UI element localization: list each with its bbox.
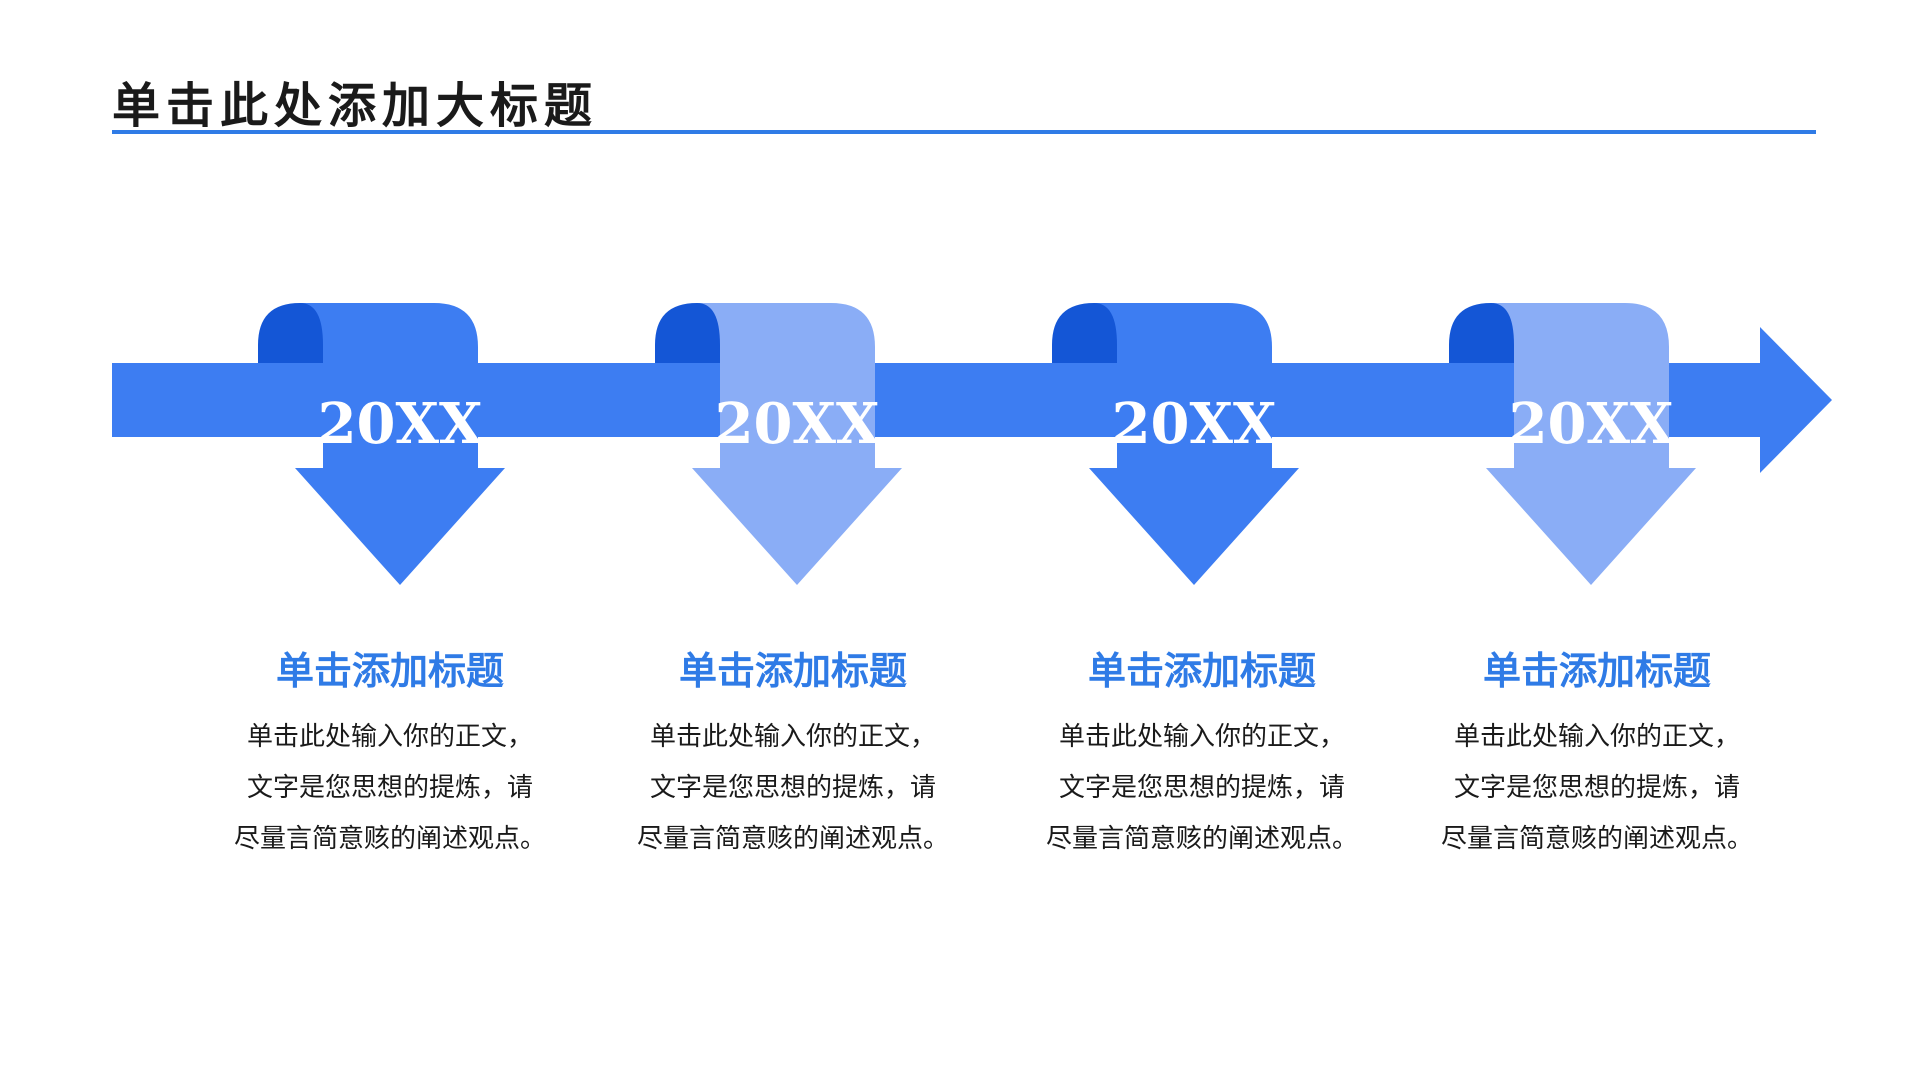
item-2-body-line: 尽量言简意赅的阐述观点。 bbox=[636, 824, 949, 854]
item-1-body[interactable]: 单击此处输入你的正文， 文字是您思想的提炼，请 尽量言简意赅的阐述观点。 bbox=[200, 712, 580, 865]
marker-4-ribbon bbox=[1486, 303, 1696, 585]
item-4-body-line: 文字是您思想的提炼，请 bbox=[1453, 773, 1740, 803]
slide-title[interactable]: 单击此处添加大标题 bbox=[112, 78, 599, 134]
item-4-body[interactable]: 单击此处输入你的正文， 文字是您思想的提炼，请 尽量言简意赅的阐述观点。 bbox=[1407, 712, 1787, 865]
item-1-body-line: 尽量言简意赅的阐述观点。 bbox=[233, 824, 546, 854]
item-3-body-line: 单击此处输入你的正文， bbox=[1058, 722, 1345, 752]
item-3-body[interactable]: 单击此处输入你的正文， 文字是您思想的提炼，请 尽量言简意赅的阐述观点。 bbox=[1012, 712, 1392, 865]
item-1-body-line: 单击此处输入你的正文， bbox=[246, 722, 533, 752]
item-2-body-line: 文字是您思想的提炼，请 bbox=[649, 773, 936, 803]
item-4-title[interactable]: 单击添加标题 bbox=[1482, 649, 1711, 693]
timeline-arrow bbox=[112, 327, 1832, 473]
item-1-body-line: 文字是您思想的提炼，请 bbox=[246, 773, 533, 803]
marker-1-ribbon bbox=[295, 303, 505, 585]
title-underline bbox=[112, 130, 1816, 134]
item-1-title[interactable]: 单击添加标题 bbox=[275, 649, 504, 693]
item-3-title[interactable]: 单击添加标题 bbox=[1087, 649, 1316, 693]
item-3-body-line: 尽量言简意赅的阐述观点。 bbox=[1045, 824, 1358, 854]
timeline-marker-4: 20XX bbox=[1449, 303, 1696, 585]
item-2-title[interactable]: 单击添加标题 bbox=[678, 649, 907, 693]
marker-3-year: 20XX bbox=[1112, 391, 1277, 457]
item-2-body[interactable]: 单击此处输入你的正文， 文字是您思想的提炼，请 尽量言简意赅的阐述观点。 bbox=[603, 712, 983, 865]
marker-2-ribbon bbox=[692, 303, 902, 585]
timeline-marker-2: 20XX bbox=[655, 303, 902, 585]
marker-3-ribbon bbox=[1089, 303, 1299, 585]
marker-3-fold bbox=[1052, 303, 1124, 363]
timeline-marker-1: 20XX bbox=[258, 303, 505, 585]
item-4-body-line: 尽量言简意赅的阐述观点。 bbox=[1440, 824, 1753, 854]
timeline-marker-3: 20XX bbox=[1052, 303, 1299, 585]
marker-2-fold bbox=[655, 303, 727, 363]
item-3-body-line: 文字是您思想的提炼，请 bbox=[1058, 773, 1345, 803]
marker-4-fold bbox=[1449, 303, 1521, 363]
marker-1-year: 20XX bbox=[318, 391, 483, 457]
item-2-body-line: 单击此处输入你的正文， bbox=[649, 722, 936, 752]
marker-2-year: 20XX bbox=[715, 391, 880, 457]
marker-4-year: 20XX bbox=[1509, 391, 1674, 457]
marker-1-fold bbox=[258, 303, 330, 363]
item-4-body-line: 单击此处输入你的正文， bbox=[1453, 722, 1740, 752]
